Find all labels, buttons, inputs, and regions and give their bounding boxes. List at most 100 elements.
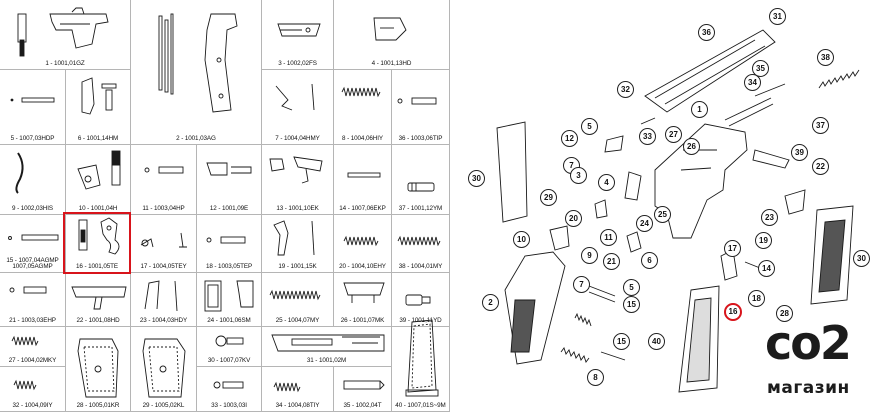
part-cell-28[interactable]: 28 - 1005,01KR bbox=[66, 327, 131, 412]
callout-21[interactable]: 21 bbox=[603, 253, 620, 270]
part-cell-21[interactable]: 21 - 1003,03EHP bbox=[0, 273, 66, 327]
callout-20[interactable]: 20 bbox=[565, 210, 582, 227]
pin-icon bbox=[9, 286, 47, 294]
callout-30-right[interactable]: 30 bbox=[853, 250, 870, 267]
part-caption: 23 - 1004,03HDY bbox=[139, 317, 188, 324]
part-cell-15[interactable]: 15 - 1007,04AGMP 1007,05AGMP bbox=[0, 215, 66, 273]
callout-35[interactable]: 35 bbox=[752, 60, 769, 77]
part-cell-37[interactable]: 37 - 1001,12YM bbox=[392, 145, 450, 215]
hammer-icon bbox=[81, 77, 117, 115]
part-cell-6[interactable]: 6 - 1001,14HM bbox=[66, 70, 131, 145]
part-cell-4[interactable]: 4 - 1001,13HD bbox=[334, 0, 450, 70]
part-cell-32[interactable]: 32 - 1004,09IY bbox=[0, 367, 66, 412]
callout-27[interactable]: 27 bbox=[665, 126, 682, 143]
part-cell-34[interactable]: 34 - 1004,08TIY bbox=[262, 367, 334, 412]
pin-icon bbox=[347, 172, 381, 178]
callout-32[interactable]: 32 bbox=[617, 81, 634, 98]
callout-6[interactable]: 6 bbox=[641, 252, 658, 269]
part-cell-22[interactable]: 22 - 1001,08HD bbox=[66, 273, 131, 327]
part-cell-5[interactable]: 5 - 1007,03HDP bbox=[0, 70, 66, 145]
part-cell-39[interactable]: 39 - 1001,11YD bbox=[392, 273, 450, 327]
part-cell-8[interactable]: 8 - 1004,06HIY bbox=[334, 70, 392, 145]
callout-31[interactable]: 31 bbox=[769, 8, 786, 25]
part-caption: 25 - 1004,07MY bbox=[275, 317, 320, 324]
part-cell-12[interactable]: 12 - 1001,09E bbox=[197, 145, 262, 215]
part-cell-11[interactable]: 11 - 1003,04HP bbox=[131, 145, 197, 215]
callout-37[interactable]: 37 bbox=[812, 117, 829, 134]
part-cell-18[interactable]: 18 - 1003,05TEP bbox=[197, 215, 262, 273]
part-caption: 9 - 1002,03HIS bbox=[12, 205, 53, 212]
callout-40[interactable]: 40 bbox=[648, 333, 665, 350]
part-cell-40[interactable]: 40 - 1007,01S~9M bbox=[392, 312, 450, 412]
callout-8[interactable]: 8 bbox=[587, 369, 604, 386]
callout-38[interactable]: 38 bbox=[817, 49, 834, 66]
part-cell-1[interactable]: 1 - 1001,01GZ bbox=[0, 0, 131, 70]
part-cell-26[interactable]: 26 - 1001,07MK bbox=[334, 273, 392, 327]
part-caption: 34 - 1004,08TIY bbox=[275, 402, 320, 409]
callout-34[interactable]: 34 bbox=[744, 74, 761, 91]
callout-19[interactable]: 19 bbox=[755, 232, 772, 249]
part-cell-35[interactable]: 35 - 1002,04T bbox=[334, 367, 392, 412]
part-cell-10[interactable]: 10 - 1001,04H bbox=[66, 145, 131, 215]
part-cell-33[interactable]: 33 - 1003,03I bbox=[197, 367, 262, 412]
callout-10[interactable]: 10 bbox=[513, 231, 530, 248]
callout-11[interactable]: 11 bbox=[600, 229, 617, 246]
part-cell-36[interactable]: 36 - 1003,06TIP bbox=[392, 70, 450, 145]
callout-16-highlighted[interactable]: 16 bbox=[724, 303, 742, 321]
callout-15-lower[interactable]: 15 bbox=[613, 333, 630, 350]
part-cell-19[interactable]: 19 - 1001,15K bbox=[262, 215, 334, 273]
callout-5[interactable]: 5 bbox=[581, 118, 598, 135]
callout-5-lower[interactable]: 5 bbox=[623, 279, 640, 296]
callout-17[interactable]: 17 bbox=[724, 240, 741, 257]
callout-12[interactable]: 12 bbox=[561, 130, 578, 147]
callout-22[interactable]: 22 bbox=[812, 158, 829, 175]
callout-24[interactable]: 24 bbox=[636, 215, 653, 232]
callout-9[interactable]: 9 bbox=[581, 247, 598, 264]
part-cell-14[interactable]: 14 - 1007,06EKP bbox=[334, 145, 392, 215]
part-cell-2[interactable]: 2 - 1001,03AG bbox=[131, 0, 262, 145]
part-cell-13[interactable]: 13 - 1001,10EK bbox=[262, 145, 334, 215]
callout-15-upper[interactable]: 15 bbox=[623, 296, 640, 313]
part-cell-3[interactable]: 3 - 1002,02FS bbox=[262, 0, 334, 70]
callout-30-top[interactable]: 30 bbox=[468, 170, 485, 187]
callout-26[interactable]: 26 bbox=[683, 138, 700, 155]
callout-36[interactable]: 36 bbox=[698, 24, 715, 41]
callout-2[interactable]: 2 bbox=[482, 294, 499, 311]
part-cell-30[interactable]: 30 - 1007,07KV bbox=[197, 327, 262, 367]
callout-23[interactable]: 23 bbox=[761, 209, 778, 226]
callout-29[interactable]: 29 bbox=[540, 189, 557, 206]
part-cell-16-highlighted[interactable]: 16 - 1001,05TE bbox=[63, 212, 131, 274]
part-cell-7[interactable]: 7 - 1004,04HMY bbox=[262, 70, 334, 145]
part-cell-20[interactable]: 20 - 1004,10EHY bbox=[334, 215, 392, 273]
callout-25[interactable]: 25 bbox=[654, 206, 671, 223]
coil-spring-icon bbox=[341, 86, 381, 98]
callout-28[interactable]: 28 bbox=[776, 305, 793, 322]
exploded-view: 36 31 38 35 32 34 1 37 12 5 33 27 26 7 3… bbox=[455, 0, 870, 412]
part-caption: 10 - 1001,04H bbox=[78, 205, 118, 212]
part-cell-24[interactable]: 24 - 1001,06SM bbox=[197, 273, 262, 327]
callout-1[interactable]: 1 bbox=[691, 101, 708, 118]
callout-18[interactable]: 18 bbox=[748, 290, 765, 307]
callout-33[interactable]: 33 bbox=[639, 128, 656, 145]
logo-small-text: магазин bbox=[767, 378, 850, 398]
part-caption: 40 - 1007,01S~9M bbox=[395, 402, 446, 409]
guide-icon bbox=[343, 380, 385, 390]
part-cell-29[interactable]: 29 - 1005,02KL bbox=[131, 327, 197, 412]
extractor-icon bbox=[269, 156, 323, 184]
part-cell-25[interactable]: 25 - 1004,07MY bbox=[262, 273, 334, 327]
part-cell-23[interactable]: 23 - 1004,03HDY bbox=[131, 273, 197, 327]
part-cell-38[interactable]: 38 - 1004,01MY bbox=[392, 215, 450, 273]
part-cell-17[interactable]: 17 - 1004,05TEY bbox=[131, 215, 197, 273]
callout-39[interactable]: 39 bbox=[791, 144, 808, 161]
frame-stop-icon bbox=[277, 23, 321, 37]
callout-14[interactable]: 14 bbox=[758, 260, 775, 277]
part-cell-9[interactable]: 9 - 1002,03HIS bbox=[0, 145, 66, 215]
part-cell-31[interactable]: 31 - 1001,02M bbox=[262, 327, 392, 367]
latch-icon bbox=[373, 17, 407, 41]
callout-4[interactable]: 4 bbox=[598, 174, 615, 191]
part-caption: 39 - 1001,11YD bbox=[399, 317, 442, 324]
part-cell-27[interactable]: 27 - 1004,02MKY bbox=[0, 327, 66, 367]
callout-7-lower[interactable]: 7 bbox=[573, 276, 590, 293]
callout-3[interactable]: 3 bbox=[570, 167, 587, 184]
bushing-icon bbox=[407, 182, 435, 192]
